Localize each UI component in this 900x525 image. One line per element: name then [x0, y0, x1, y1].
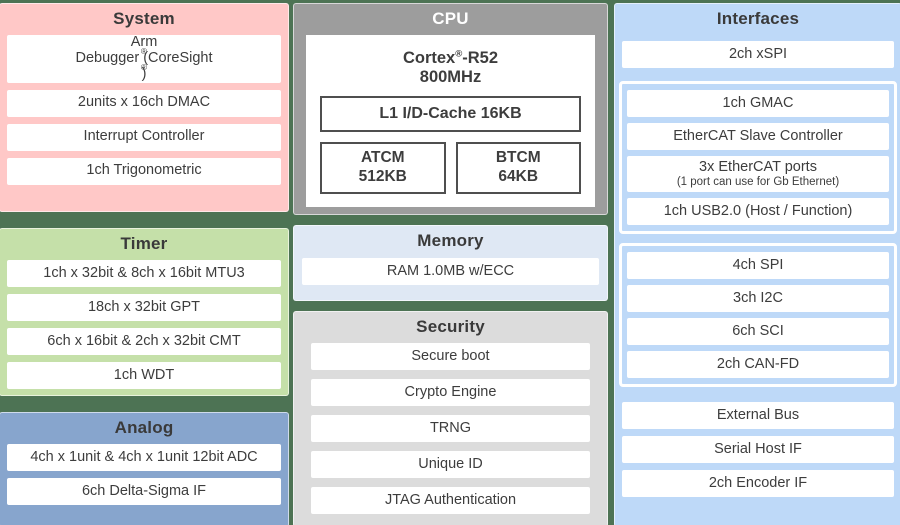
ethercat-ports-label: 3x EtherCAT ports	[699, 158, 817, 175]
memory-block: Memory RAM 1.0MB w/ECC	[293, 225, 608, 301]
cpu-btcm-box: BTCM 64KB	[455, 141, 581, 194]
security-title: Security	[416, 317, 485, 336]
atcm-label: ATCM	[360, 149, 405, 167]
memory-title: Memory	[417, 231, 484, 250]
analog-block: Analog 4ch x 1unit & 4ch x 1unit 12bit A…	[0, 412, 289, 525]
analog-title: Analog	[114, 418, 174, 437]
system-item-interrupt-controller: Interrupt Controller	[7, 123, 281, 151]
interfaces-item-i2c: 3ch I2C	[627, 285, 889, 312]
timer-block: Timer 1ch x 32bit & 8ch x 16bit MTU3 18c…	[0, 228, 289, 396]
timer-item-mtu3: 1ch x 32bit & 8ch x 16bit MTU3	[7, 260, 281, 287]
interfaces-item-external-bus: External Bus	[622, 402, 894, 429]
security-item-secure-boot: Secure boot	[311, 343, 590, 370]
cpu-tcm-row: ATCM 512KB BTCM 64KB	[320, 141, 581, 194]
cpu-core-frequency: 800MHz	[419, 68, 482, 87]
security-item-trng: TRNG	[311, 415, 590, 442]
interfaces-item-canfd: 2ch CAN-FD	[627, 351, 889, 378]
cpu-title: CPU	[432, 9, 469, 28]
system-item-trigonometric: 1ch Trigonometric	[7, 157, 281, 185]
cpu-l1-cache-box: L1 I/D-Cache 16KB	[320, 95, 581, 132]
interfaces-serial-group: 4ch SPI 3ch I2C 6ch SCI 2ch CAN-FD	[619, 243, 897, 387]
interfaces-item-xspi: 2ch xSPI	[622, 41, 894, 68]
system-item-dmac: 2units x 16ch DMAC	[7, 89, 281, 117]
interfaces-title: Interfaces	[716, 9, 800, 28]
interfaces-bottom-items: External Bus Serial Host IF 2ch Encoder …	[615, 402, 900, 497]
security-block: Security Secure boot Crypto Engine TRNG …	[293, 311, 608, 525]
analog-item-adc: 4ch x 1unit & 4ch x 1unit 12bit ADC	[7, 444, 281, 471]
security-item-crypto-engine: Crypto Engine	[311, 379, 590, 406]
system-item-arm-debugger: Arm® Debugger (CoreSight®)	[7, 34, 281, 83]
ethercat-ports-note: (1 port can use for Gb Ethernet)	[676, 175, 840, 188]
security-item-unique-id: Unique ID	[311, 451, 590, 478]
interfaces-item-encoder-if: 2ch Encoder IF	[622, 470, 894, 497]
system-title: System	[113, 9, 175, 28]
interfaces-ethernet-group: 1ch GMAC EtherCAT Slave Controller 3x Et…	[619, 81, 897, 234]
atcm-size: 512KB	[358, 167, 407, 185]
btcm-label: BTCM	[495, 149, 541, 167]
btcm-size: 64KB	[498, 167, 539, 185]
cpu-atcm-box: ATCM 512KB	[320, 141, 446, 194]
memory-item-ram: RAM 1.0MB w/ECC	[302, 258, 599, 285]
interfaces-item-gmac: 1ch GMAC	[627, 90, 889, 117]
interfaces-item-usb: 1ch USB2.0 (Host / Function)	[627, 198, 889, 225]
cpu-core-name: Cortex®-R52 800MHz	[320, 49, 581, 88]
interfaces-item-ethercat-slave: EtherCAT Slave Controller	[627, 123, 889, 150]
interfaces-block: Interfaces 2ch xSPI 1ch GMAC EtherCAT Sl…	[614, 3, 900, 525]
security-item-jtag-auth: JTAG Authentication	[311, 487, 590, 514]
interfaces-item-spi: 4ch SPI	[627, 252, 889, 279]
analog-item-delta-sigma: 6ch Delta-Sigma IF	[7, 478, 281, 505]
interfaces-item-serial-host-if: Serial Host IF	[622, 436, 894, 463]
system-block: System Arm® Debugger (CoreSight®) 2units…	[0, 3, 289, 212]
cpu-block: CPU Cortex®-R52 800MHz L1 I/D-Cache 16KB…	[293, 3, 608, 215]
cpu-panel: Cortex®-R52 800MHz L1 I/D-Cache 16KB ATC…	[306, 35, 595, 207]
timer-title: Timer	[120, 234, 168, 253]
interfaces-item-sci: 6ch SCI	[627, 318, 889, 345]
timer-item-cmt: 6ch x 16bit & 2ch x 32bit CMT	[7, 328, 281, 355]
timer-item-wdt: 1ch WDT	[7, 362, 281, 389]
timer-item-gpt: 18ch x 32bit GPT	[7, 294, 281, 321]
interfaces-item-ethercat-ports: 3x EtherCAT ports (1 port can use for Gb…	[627, 156, 889, 192]
cpu-core-model: Cortex®-R52	[402, 48, 499, 67]
